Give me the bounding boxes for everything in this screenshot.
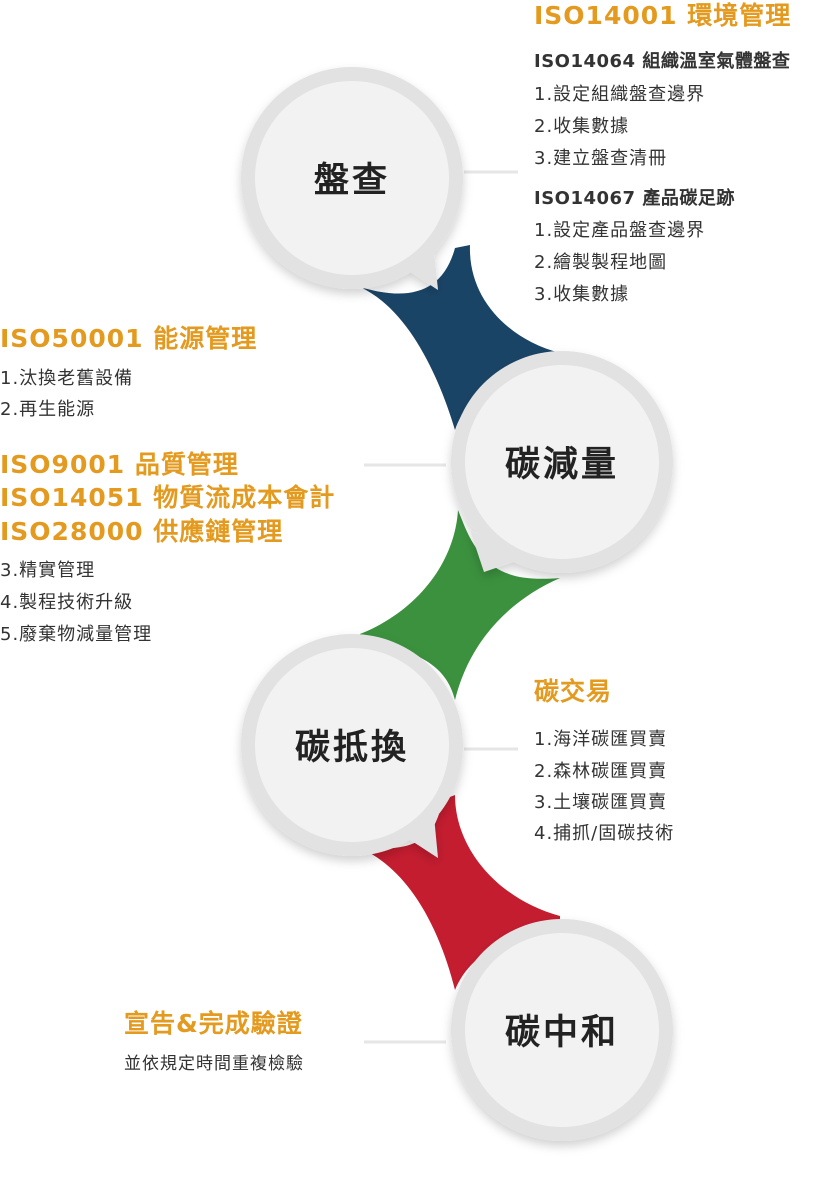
quality-title: ISO14051 物質流成本會計 xyxy=(0,483,336,512)
node-offset xyxy=(241,634,463,858)
node-reduction xyxy=(451,351,673,573)
footprint-item: 1.設定產品盤查邊界 xyxy=(534,220,706,241)
offset-item: 4.捕抓/固碳技術 xyxy=(534,823,675,844)
offset-item: 1.海洋碳匯買賣 xyxy=(534,729,668,750)
node-label-inventory: 盤查 xyxy=(314,161,390,201)
quality-title: ISO9001 品質管理 xyxy=(0,450,239,479)
quality-item: 3.精實管理 xyxy=(0,560,96,581)
quality-item: 5.廢棄物減量管理 xyxy=(0,624,153,645)
ghg-item: 3.建立盤查清冊 xyxy=(534,148,668,169)
energy-item: 1.汰換老舊設備 xyxy=(0,368,134,389)
connector-inventory-to-reduction xyxy=(360,245,560,430)
node-neutral xyxy=(451,919,673,1141)
node-inventory xyxy=(241,67,463,290)
ghg-item: 2.收集數據 xyxy=(534,116,630,137)
footprint-item: 2.繪製製程地圖 xyxy=(534,252,668,273)
ghg-heading: ISO14064 組織溫室氣體盤查 xyxy=(534,51,791,72)
offset-title: 碳交易 xyxy=(534,677,613,706)
offset-item: 3.土壤碳匯買賣 xyxy=(534,792,668,813)
node-label-reduction: 碳減量 xyxy=(505,445,619,485)
footprint-heading: ISO14067 產品碳足跡 xyxy=(534,188,735,209)
inventory-title: ISO14001 環境管理 xyxy=(534,1,792,30)
node-label-neutral: 碳中和 xyxy=(505,1013,619,1053)
quality-item: 4.製程技術升級 xyxy=(0,592,134,613)
offset-item: 2.森林碳匯買賣 xyxy=(534,761,668,782)
neutral-desc: 並依規定時間重複檢驗 xyxy=(124,1054,304,1074)
quality-title: ISO28000 供應鏈管理 xyxy=(0,517,284,546)
footprint-item: 3.收集數據 xyxy=(534,284,630,305)
energy-item: 2.再生能源 xyxy=(0,399,96,420)
node-label-offset: 碳抵換 xyxy=(295,728,409,768)
energy-title: ISO50001 能源管理 xyxy=(0,324,258,353)
ghg-item: 1.設定組織盤查邊界 xyxy=(534,84,706,105)
connector-offset-to-neutral xyxy=(360,795,560,990)
neutral-title: 宣告&完成驗證 xyxy=(124,1009,303,1038)
